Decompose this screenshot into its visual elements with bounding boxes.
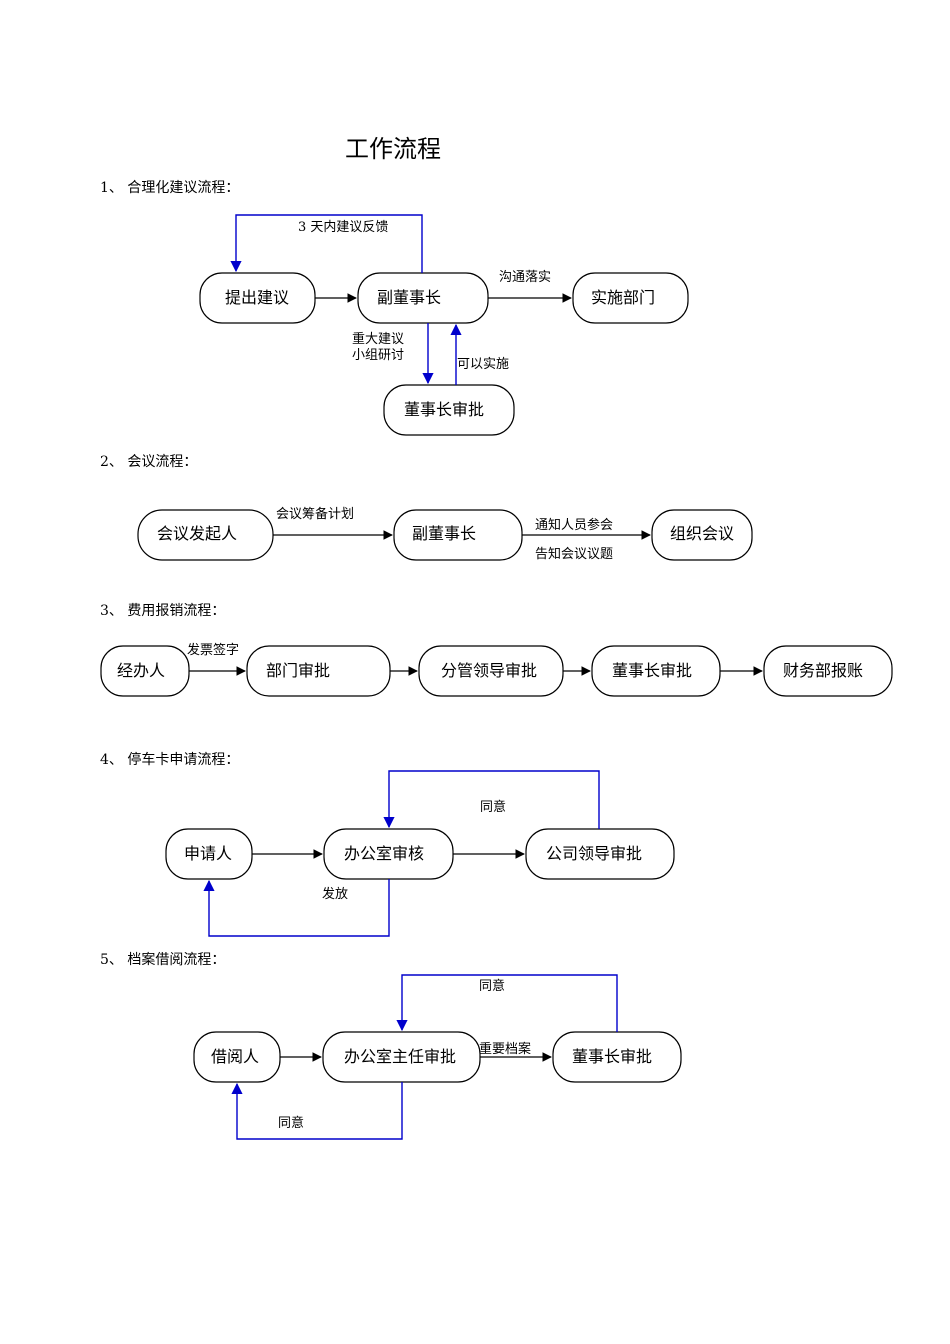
flow-node <box>383 384 515 436</box>
node-label: 借阅人 <box>211 1047 259 1066</box>
node-label: 组织会议 <box>670 524 734 543</box>
feedback-arrow <box>383 770 600 829</box>
node-label: 提出建议 <box>225 288 289 307</box>
node-label: 会议发起人 <box>157 524 237 543</box>
edge-label: 重大建议 <box>352 331 404 347</box>
edge-label: 沟通落实 <box>499 270 551 285</box>
edge-label: 同意 <box>479 978 505 994</box>
node-label: 分管领导审批 <box>441 661 537 680</box>
section-heading: 2、 会议流程： <box>100 454 197 470</box>
feedback-arrow <box>230 214 423 273</box>
flow-node <box>763 645 893 697</box>
node-label: 董事长审批 <box>612 661 692 680</box>
flow-node <box>572 272 689 324</box>
flow-suggestion: 1、 合理化建议流程： 提出建议 副董事长 实施部门 董事长审批 3 天内建议反… <box>100 180 689 436</box>
section-heading: 4、 停车卡申请流程： <box>100 751 239 768</box>
node-label: 实施部门 <box>591 288 655 307</box>
edge-label: 同意 <box>480 799 506 815</box>
node-label: 办公室主任审批 <box>344 1047 456 1066</box>
node-label: 经办人 <box>117 661 165 680</box>
feedback-arrow <box>203 879 390 937</box>
node-label: 公司领导审批 <box>546 844 642 863</box>
node-label: 董事长审批 <box>572 1047 652 1066</box>
flow-archive-borrow: 5、 档案借阅流程： 借阅人 办公室主任审批 董事长审批 同意 重要档案 同意 <box>100 951 682 1140</box>
edge-label: 可以实施 <box>457 357 509 372</box>
node-label: 副董事长 <box>412 524 476 543</box>
edge-label: 会议筹备计划 <box>276 506 354 522</box>
edge-label: 小组研讨 <box>352 348 404 363</box>
flow-meeting: 2、 会议流程： 会议发起人 副董事长 组织会议 会议筹备计划 通知人员参会 告… <box>100 454 753 562</box>
edge-label: 发放 <box>322 886 348 902</box>
page-title: 工作流程 <box>345 135 441 163</box>
flow-node <box>525 828 675 880</box>
node-label: 部门审批 <box>266 661 330 680</box>
node-label: 财务部报账 <box>783 661 863 680</box>
flow-parking-card: 4、 停车卡申请流程： 申请人 办公室审核 公司领导审批 同意 发放 <box>100 751 675 937</box>
section-heading: 5、 档案借阅流程： <box>100 951 225 968</box>
section-heading: 1、 合理化建议流程： <box>100 180 239 196</box>
flow-node <box>651 509 753 561</box>
feedback-arrow <box>231 1082 403 1140</box>
edge-label: 发票签字 <box>187 642 239 658</box>
feedback-arrow <box>396 974 618 1032</box>
edge-label: 同意 <box>278 1115 304 1131</box>
section-heading: 3、 费用报销流程： <box>100 603 225 619</box>
edge-label: 通知人员参会 <box>535 517 613 533</box>
node-label: 副董事长 <box>377 288 441 307</box>
edge-label: 告知会议议题 <box>535 546 613 562</box>
edge-label: 重要档案 <box>479 1041 531 1057</box>
node-label: 董事长审批 <box>404 400 484 419</box>
node-label: 申请人 <box>184 844 232 863</box>
edge-label: 3 天内建议反馈 <box>298 219 388 235</box>
flow-reimbursement: 3、 费用报销流程： 经办人 部门审批 分管领导审批 董事长审批 财务部报账 发… <box>100 603 893 697</box>
node-label: 办公室审核 <box>344 844 424 863</box>
